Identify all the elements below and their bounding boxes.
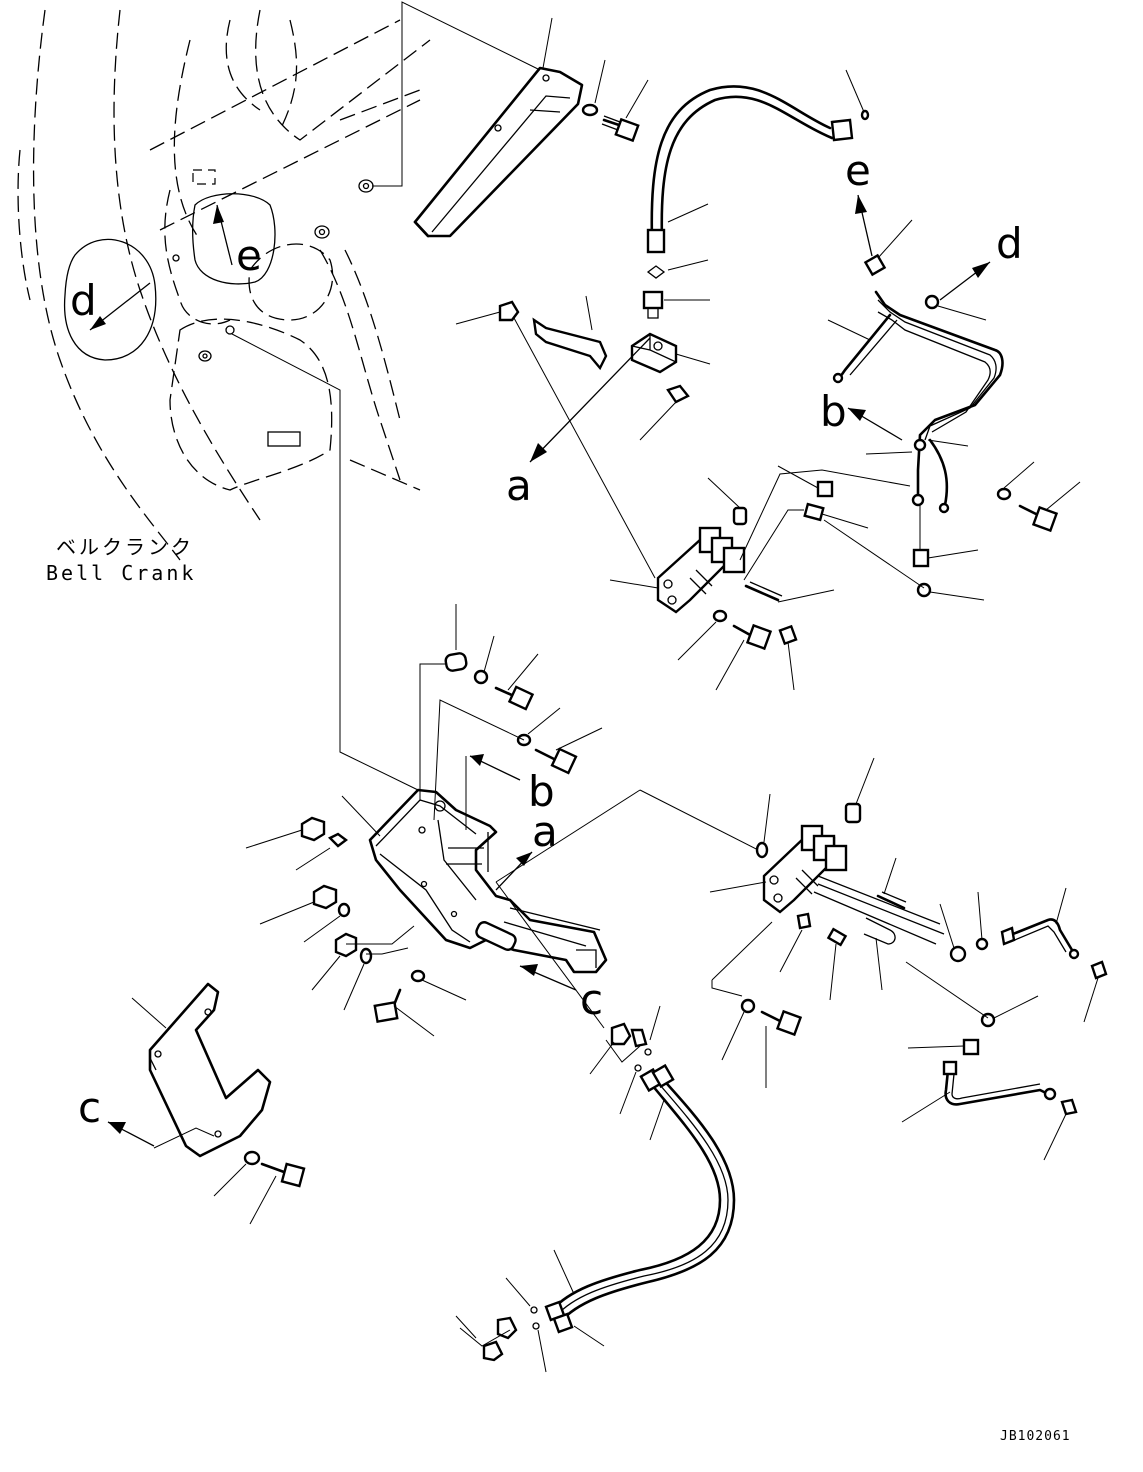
- connector-block-top: [630, 332, 711, 441]
- callout-b-top: b: [820, 387, 847, 436]
- tube-assembly-right: [827, 290, 1004, 514]
- machine-frame-outline: [17, 9, 431, 561]
- tube-right-lower: [901, 1060, 1078, 1161]
- fittings-hose-bottom: [455, 1277, 547, 1373]
- solenoid-valve-top: [609, 526, 746, 614]
- fitting-valve-lower-top: [755, 793, 771, 859]
- pipe-elbow-top-left: [532, 295, 608, 371]
- bolt-left-lower: [373, 969, 467, 1037]
- callout-b-mid: b: [528, 767, 555, 816]
- nut-washer-left-1: [245, 816, 348, 871]
- bell-crank-label: ベルクランク Bell Crank: [46, 535, 196, 585]
- fitting-right-top: [863, 219, 913, 277]
- plug-top-left: [455, 300, 520, 325]
- hydraulic-hose-top: [646, 69, 870, 254]
- pin-valve-lower: [844, 757, 875, 824]
- spring-pin-lower: [863, 857, 907, 991]
- callout-a-top: a: [506, 461, 532, 510]
- callout-e-left: e: [236, 231, 262, 280]
- callout-d-right-arrow: d: [939, 219, 1023, 301]
- washer-center-2: [433, 699, 561, 821]
- callout-b-mid-arrow: b: [465, 754, 555, 830]
- fittings-valve-lower: [711, 891, 1039, 1056]
- washer-bolt-valve-lower: [721, 998, 803, 1088]
- nut-washer-left-3: [311, 925, 415, 1011]
- callout-d-right: d: [996, 219, 1023, 268]
- fittings-valve-top-right: [739, 465, 925, 589]
- callout-c-left: c: [78, 1083, 101, 1132]
- cover-bracket-top: [413, 17, 584, 238]
- callout-c-left-arrow: c: [78, 1083, 155, 1147]
- bolt-center-1: [494, 653, 539, 711]
- bell-crank-japanese-label: ベルクランク: [56, 535, 194, 559]
- fittings-right-middle: [912, 505, 985, 601]
- frame-bolt-holes: [172, 169, 374, 447]
- o-ring-top: [646, 259, 709, 279]
- callout-a-top-arrow: a: [506, 337, 651, 510]
- fittings-hose-top: [589, 1005, 661, 1115]
- bolt-center-2: [534, 727, 603, 775]
- callout-a-mid: a: [532, 807, 558, 856]
- detail-view-e: e: [192, 193, 276, 285]
- callout-c-mid: c: [580, 975, 603, 1024]
- callout-b-top-arrow: b: [820, 387, 903, 441]
- main-bracket: [341, 788, 608, 974]
- callout-e-right: e: [845, 146, 871, 195]
- spacer-pipe: [419, 604, 468, 800]
- spring-pin-top: [744, 581, 835, 603]
- washer-bolt-valve-top: [677, 609, 798, 691]
- nut-right-top: [924, 294, 987, 321]
- callout-e-right-arrow: e: [845, 146, 873, 257]
- bolt-top: [601, 79, 649, 143]
- solenoid-valve-lower: [709, 824, 945, 945]
- hydraulic-hoses-lower: [544, 1063, 736, 1347]
- washer-bolt-right: [996, 461, 1081, 533]
- washer-center-1: [473, 635, 495, 685]
- bell-crank-english-label: Bell Crank: [46, 561, 196, 585]
- drawing-code: JB102061: [1000, 1429, 1071, 1444]
- nut-washer-left-2: [259, 884, 351, 943]
- detail-view-d: d: [63, 238, 157, 361]
- tube-right-upper: [1000, 887, 1108, 1023]
- washer-top: [581, 59, 606, 117]
- pin-valve-top: [707, 477, 748, 526]
- callout-c-mid-arrow: c: [519, 964, 603, 1024]
- elbow-fitting-top: [642, 290, 710, 319]
- washer-bolt-left-cover: [213, 1150, 306, 1225]
- cover-plate-left: [131, 982, 272, 1158]
- callout-d-left: d: [70, 276, 97, 325]
